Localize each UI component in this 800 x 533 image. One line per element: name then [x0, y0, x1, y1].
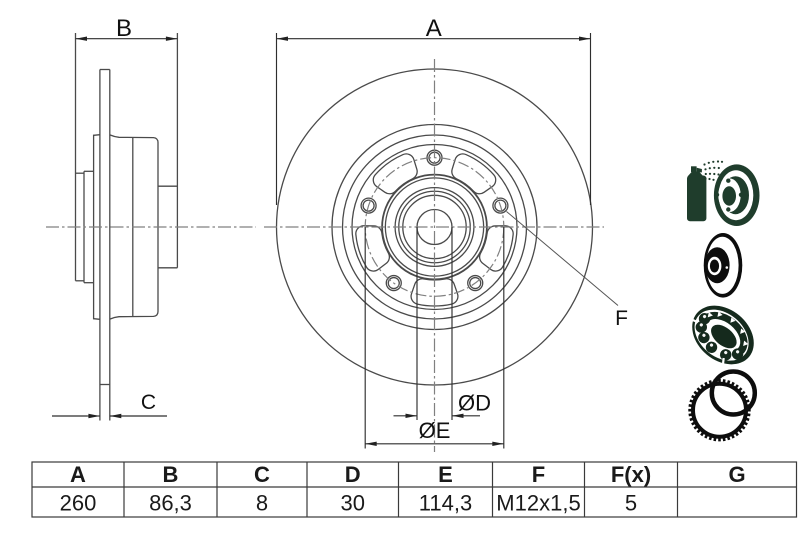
- svg-text:ØD: ØD: [458, 391, 491, 416]
- svg-text:C: C: [254, 462, 270, 487]
- svg-text:ØE: ØE: [419, 418, 451, 443]
- svg-text:D: D: [345, 462, 361, 487]
- svg-text:G: G: [728, 462, 745, 487]
- svg-text:F: F: [615, 307, 628, 330]
- svg-text:M12x1,5: M12x1,5: [496, 491, 580, 516]
- svg-text:114,3: 114,3: [419, 491, 472, 516]
- svg-text:A: A: [70, 462, 86, 487]
- svg-text:30: 30: [341, 491, 365, 516]
- svg-text:B: B: [116, 15, 132, 42]
- svg-text:8: 8: [256, 491, 268, 516]
- svg-text:C: C: [141, 391, 156, 414]
- svg-text:B: B: [163, 462, 179, 487]
- svg-text:F: F: [532, 462, 545, 487]
- svg-text:F(x): F(x): [611, 462, 651, 487]
- svg-text:A: A: [426, 15, 442, 42]
- svg-text:5: 5: [625, 491, 637, 516]
- svg-text:86,3: 86,3: [149, 491, 192, 516]
- svg-text:E: E: [438, 462, 453, 487]
- svg-text:260: 260: [60, 491, 97, 516]
